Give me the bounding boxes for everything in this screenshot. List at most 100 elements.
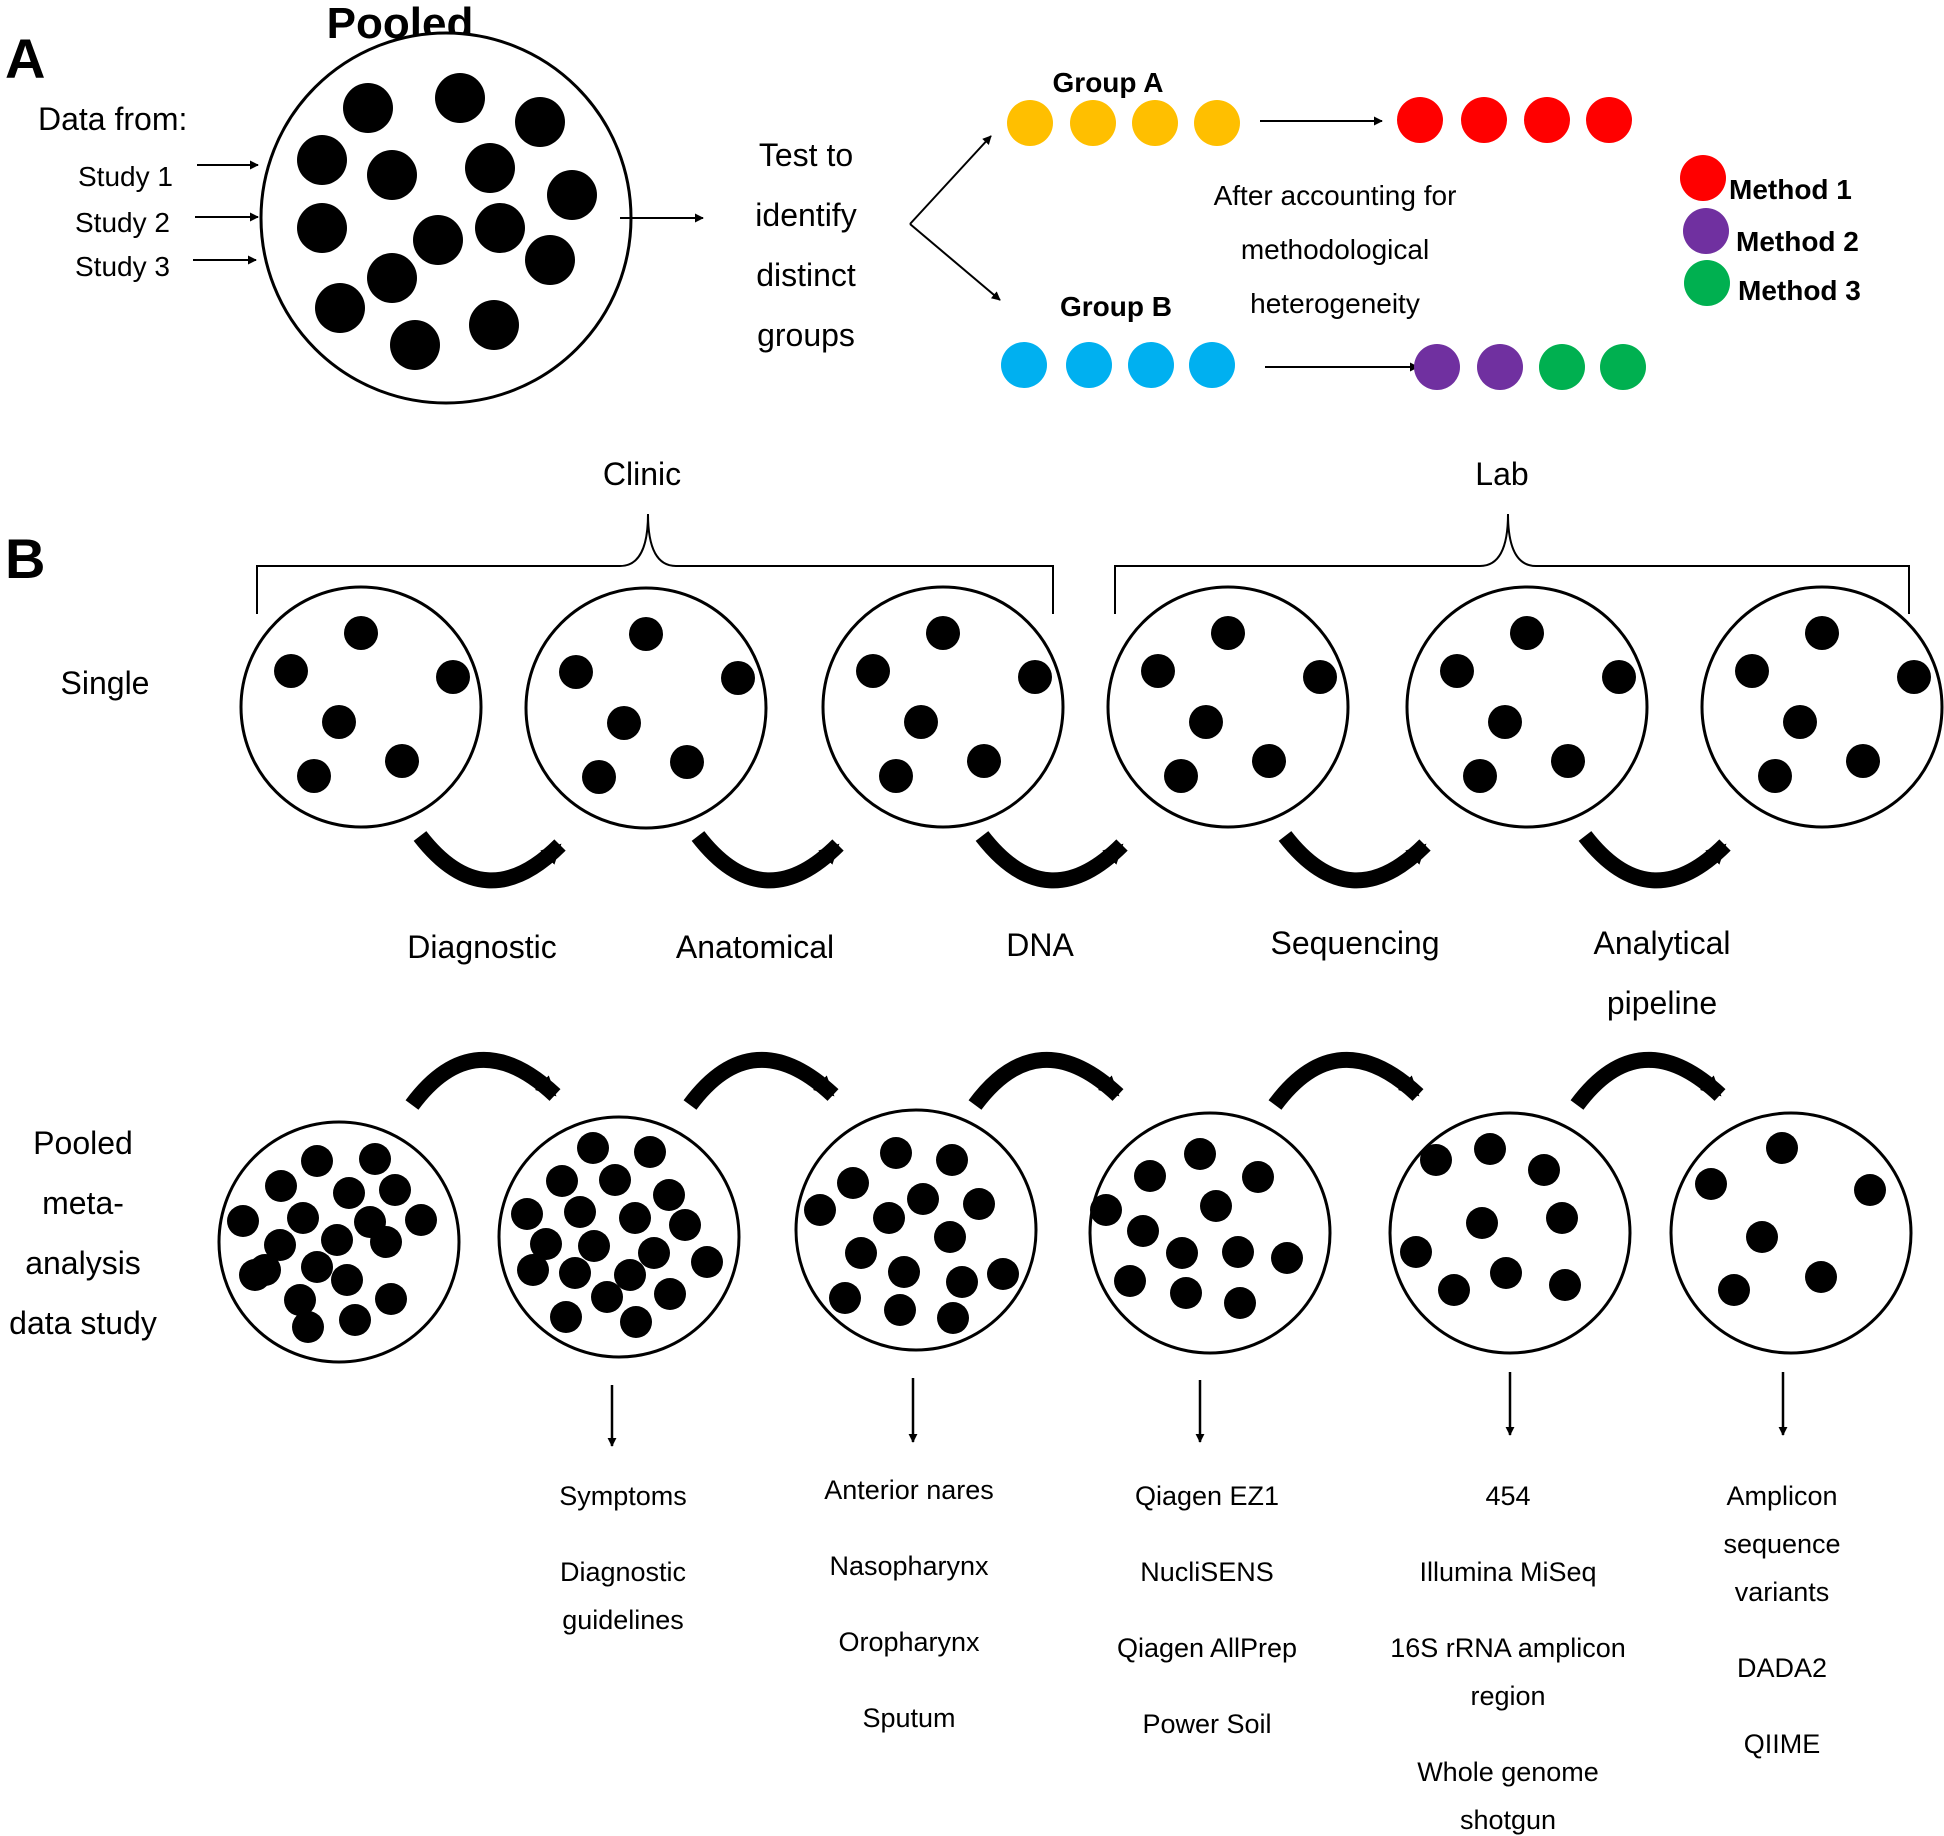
- detail-item: shotgun: [1460, 1805, 1556, 1835]
- pooled-row-dot: [669, 1209, 701, 1241]
- single-dot: [607, 706, 641, 740]
- pooled-row-dot: [1127, 1215, 1159, 1247]
- single-dot: [1440, 654, 1474, 688]
- study-1-label: Study 1: [78, 161, 173, 192]
- single-dot: [1211, 616, 1245, 650]
- pooled-row-arrows: [405, 1052, 1726, 1110]
- legend-method-3-label: Method 3: [1738, 275, 1861, 306]
- pooled-row-dot: [804, 1194, 836, 1226]
- detail-item: Sputum: [862, 1703, 955, 1733]
- pooled-row-dot: [550, 1301, 582, 1333]
- group-b-dot: [1189, 342, 1235, 388]
- pooled-dot: [465, 143, 515, 193]
- pooled-row-dot: [559, 1257, 591, 1289]
- detail-item: sequence: [1723, 1529, 1840, 1559]
- pooled-label-line-2: meta-: [42, 1185, 124, 1221]
- single-dot: [856, 654, 890, 688]
- pooled-row-dot: [287, 1202, 319, 1234]
- single-step-arrow-4: [1278, 831, 1431, 889]
- pooled-dot: [547, 170, 597, 220]
- study-2-label: Study 2: [75, 207, 170, 238]
- group-b-result-dot: [1477, 344, 1523, 390]
- branch-arrow-a: [909, 135, 992, 225]
- group-b-dot: [1128, 342, 1174, 388]
- group-b-result-dots: [1414, 344, 1646, 390]
- group-b-dots: [1001, 342, 1235, 388]
- single-dot: [1018, 660, 1052, 694]
- single-dot: [1783, 705, 1817, 739]
- clinic-bracket: [256, 513, 1054, 614]
- step-label-analytical-line-2: pipeline: [1607, 985, 1717, 1021]
- group-a-dot: [1070, 100, 1116, 146]
- pooled-dot: [525, 235, 575, 285]
- single-dot: [1758, 759, 1792, 793]
- pooled-row-dot: [1184, 1138, 1216, 1170]
- group-a-result-dots: [1397, 97, 1632, 143]
- pooled-row-dot: [907, 1183, 939, 1215]
- detail-list-sequencing: 454 Illumina MiSeq 16S rRNA amplicon reg…: [1390, 1481, 1626, 1835]
- pooled-row-dot: [1854, 1174, 1886, 1206]
- pooled-row-dot: [837, 1167, 869, 1199]
- pooled-row-dot: [1466, 1207, 1498, 1239]
- single-dot: [559, 655, 593, 689]
- detail-item: guidelines: [562, 1605, 684, 1635]
- single-dot: [1488, 705, 1522, 739]
- detail-item: NucliSENS: [1140, 1557, 1274, 1587]
- pooled-row-dot: [873, 1202, 905, 1234]
- pooled-row-dot: [599, 1164, 631, 1196]
- pooled-step-arrow-4: [1268, 1052, 1424, 1110]
- single-dot: [274, 654, 308, 688]
- single-dot: [1735, 654, 1769, 688]
- group-b-label: Group B: [1060, 291, 1172, 322]
- pooled-meta-label: Pooled meta- analysis data study: [9, 1125, 157, 1341]
- detail-item: Whole genome: [1417, 1757, 1599, 1787]
- panel-a-letter: A: [5, 27, 45, 90]
- pooled-row-dot: [1222, 1236, 1254, 1268]
- detail-item: Nasopharynx: [829, 1551, 989, 1581]
- single-step-arrow-3: [975, 831, 1128, 889]
- detail-item: variants: [1735, 1577, 1830, 1607]
- pooled-row-dot: [284, 1284, 316, 1316]
- pooled-row-dot: [1114, 1265, 1146, 1297]
- pooled-row-dot: [321, 1224, 353, 1256]
- single-step-arrow-1: [413, 831, 566, 889]
- detail-item: QIIME: [1744, 1729, 1821, 1759]
- step-label-diagnostic: Diagnostic: [407, 929, 556, 965]
- pooled-row-dot: [936, 1144, 968, 1176]
- pooled-label-line-1: Pooled: [33, 1125, 133, 1161]
- single-dot: [879, 759, 913, 793]
- single-dot: [1510, 616, 1544, 650]
- single-dot: [322, 705, 356, 739]
- detail-item: Anterior nares: [824, 1475, 994, 1505]
- detail-item: 454: [1485, 1481, 1530, 1511]
- single-dot: [1463, 759, 1497, 793]
- pooled-row-dot: [546, 1165, 578, 1197]
- detail-item: Illumina MiSeq: [1419, 1557, 1596, 1587]
- pooled-row-dot: [884, 1294, 916, 1326]
- pooled-dot: [435, 73, 485, 123]
- lab-label: Lab: [1475, 456, 1528, 492]
- single-row-arrows: [413, 831, 1731, 889]
- pooled-dot: [367, 253, 417, 303]
- pooled-row-dot: [1170, 1277, 1202, 1309]
- pooled-dot: [297, 135, 347, 185]
- pooled-row-dot: [1400, 1236, 1432, 1268]
- pooled-row-dot: [1420, 1144, 1452, 1176]
- single-step-arrow-5: [1578, 831, 1731, 889]
- pooled-row-dot: [1718, 1274, 1750, 1306]
- accounting-text-line-2: methodological: [1241, 234, 1429, 265]
- pooled-row-dot: [963, 1188, 995, 1220]
- single-dot: [297, 759, 331, 793]
- single-dot: [1897, 660, 1931, 694]
- pooled-step-arrow-3: [968, 1052, 1124, 1110]
- pooled-circle: [794, 1108, 1038, 1352]
- test-text-line-3: distinct: [756, 257, 856, 293]
- group-b-dot: [1001, 342, 1047, 388]
- pooled-row-dot: [829, 1282, 861, 1314]
- pooled-row-dot: [1438, 1274, 1470, 1306]
- single-dot: [904, 705, 938, 739]
- detail-item: Diagnostic: [560, 1557, 686, 1587]
- single-dot: [1303, 660, 1337, 694]
- pooled-dot: [367, 150, 417, 200]
- pooled-row-dot: [1474, 1133, 1506, 1165]
